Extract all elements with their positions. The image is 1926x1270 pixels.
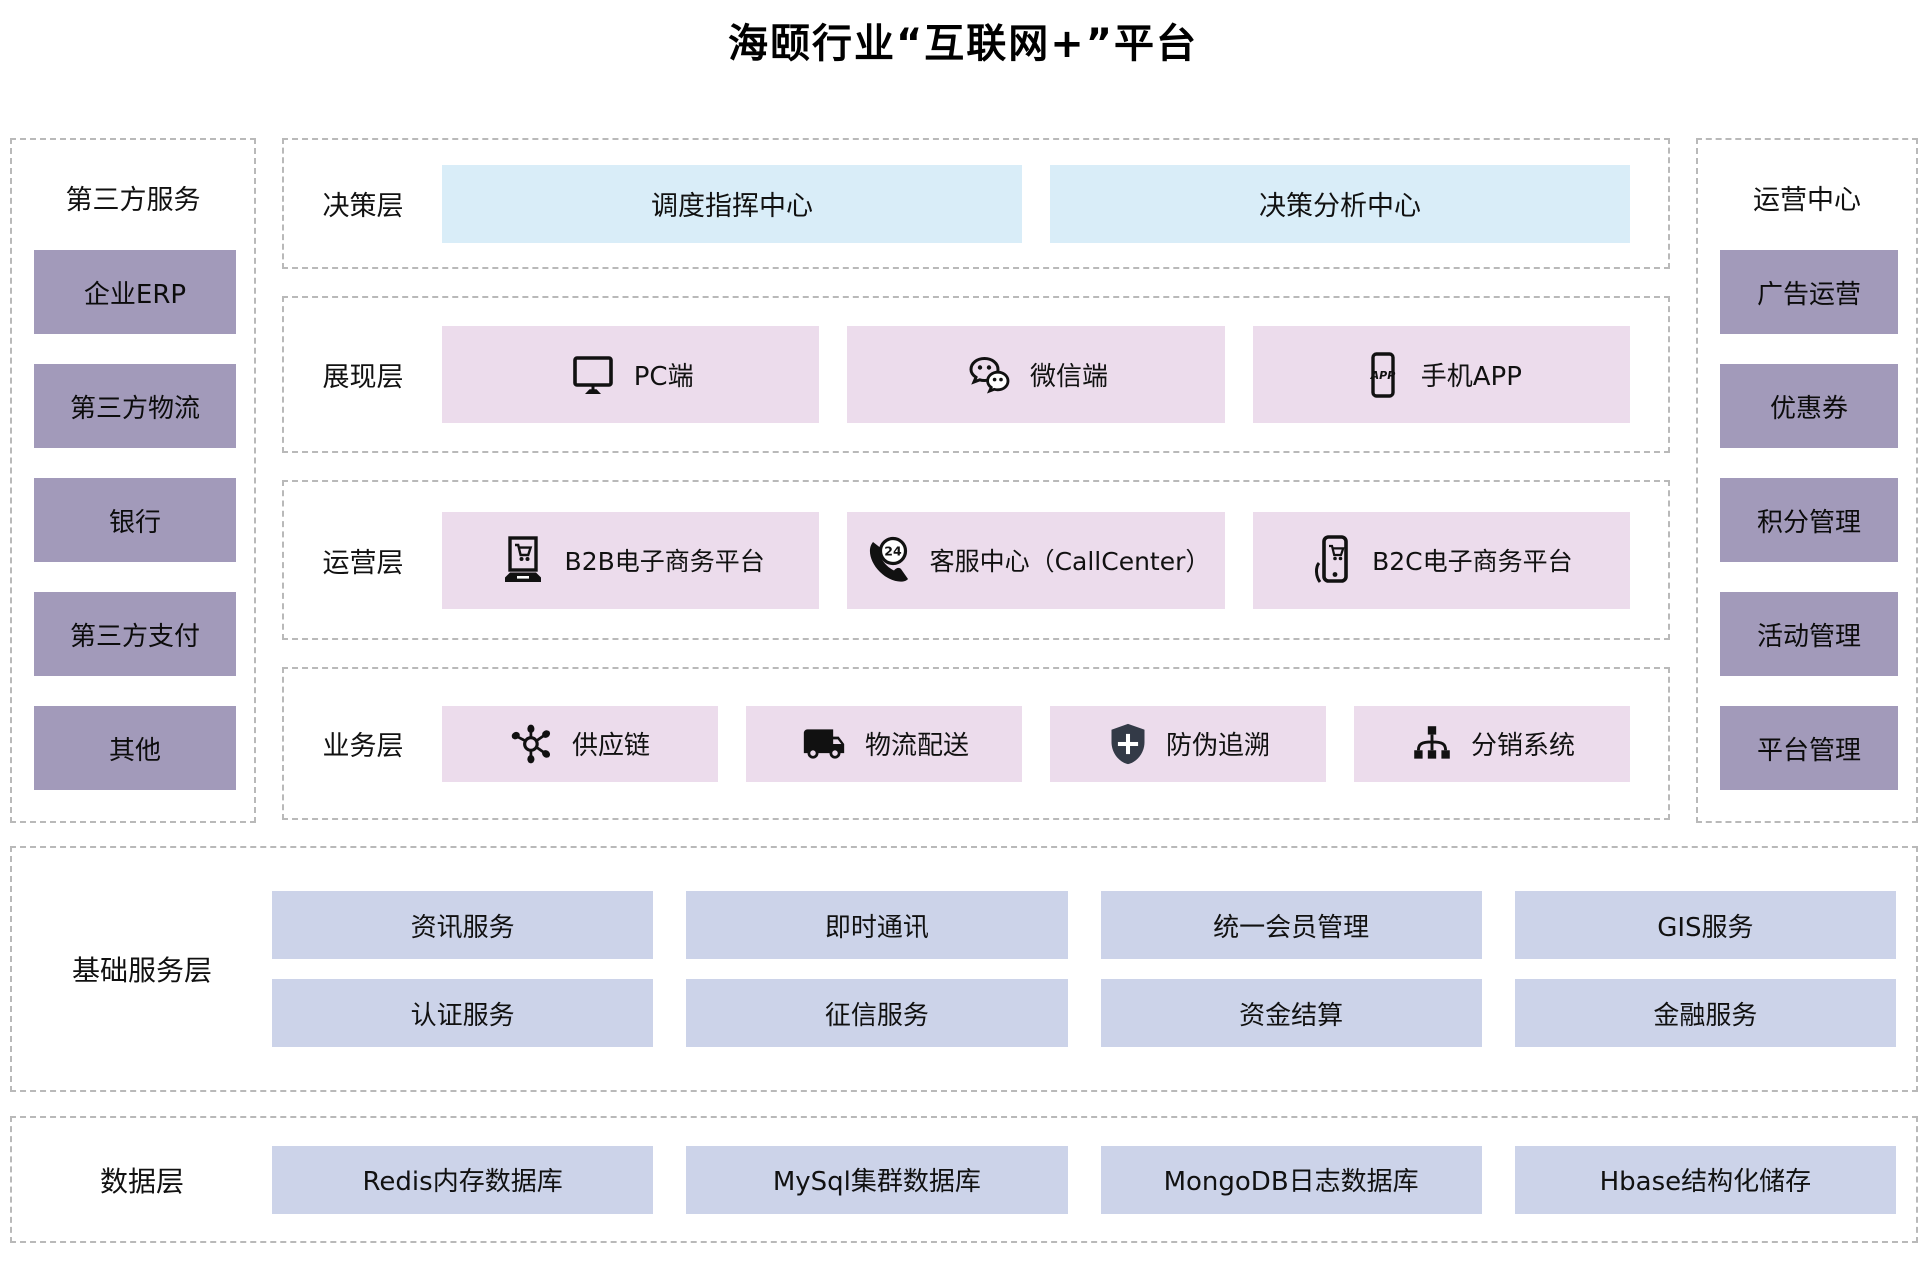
logistics-box: 物流配送 — [746, 705, 1022, 782]
logistics-label: 物流配送 — [864, 731, 969, 761]
callcenter-24-phone-icon: 24 — [869, 536, 908, 582]
supply-chain-label: 供应链 — [571, 731, 650, 761]
anti-counterfeit-box: 防伪追溯 — [1050, 705, 1326, 782]
base-service-member: 统一会员管理 — [1100, 891, 1482, 959]
data-layer-label: 数据层 — [99, 1164, 184, 1198]
mobile-app-label: 手机APP — [1420, 362, 1522, 392]
presentation-layer-panel: 展现层 PC端 — [282, 296, 1670, 453]
distribution-box: 分销系统 — [1354, 705, 1630, 782]
base-service-layer-label: 基础服务层 — [71, 954, 212, 987]
base-service-im: 即时通讯 — [686, 891, 1068, 959]
operation-item-platform: 平台管理 — [1720, 706, 1898, 790]
presentation-layer-label: 展现层 — [322, 362, 404, 393]
operation-item-points: 积分管理 — [1720, 478, 1898, 562]
supply-chain-box: 供应链 — [442, 705, 718, 782]
b2b-ecommerce-label: B2B电子商务平台 — [564, 547, 765, 576]
operation-center-title: 运营中心 — [1753, 184, 1861, 216]
base-service-settlement: 资金结算 — [1100, 979, 1482, 1047]
b2b-ecommerce-box: B2B电子商务平台 — [442, 511, 820, 609]
third-party-services-list: 企业ERP 第三方物流 银行 第三方支付 其他 — [12, 244, 254, 821]
base-service-layer-panel: 基础服务层 资讯服务 即时通讯 统一会员管理 GIS服务 认证服务 征信服务 资… — [10, 846, 1918, 1092]
operation-item-coupon: 优惠券 — [1720, 364, 1898, 448]
supply-chain-network-icon — [511, 724, 551, 763]
data-layer-mysql: MySql集群数据库 — [686, 1145, 1068, 1214]
callcenter-box: 24 客服中心（CallCenter） — [847, 511, 1225, 609]
business-layer-panel: 业务层 供应链 — [282, 667, 1670, 820]
distribution-sitemap-icon — [1414, 725, 1450, 759]
callcenter-label: 客服中心（CallCenter） — [929, 547, 1211, 576]
operation-item-ads: 广告运营 — [1720, 250, 1898, 334]
business-layer-label: 业务层 — [322, 731, 404, 762]
anti-counterfeit-shield-icon — [1111, 723, 1145, 764]
wechat-client-label: 微信端 — [1029, 362, 1108, 392]
b2c-ecommerce-box: B2C电子商务平台 — [1252, 511, 1630, 609]
dispatch-command-center-box: 调度指挥中心 — [442, 164, 1022, 243]
third-party-item-bank: 银行 — [34, 478, 236, 562]
pc-client-label: PC端 — [633, 362, 694, 392]
third-party-item-payment: 第三方支付 — [34, 592, 236, 676]
pc-client-box: PC端 — [442, 326, 820, 423]
data-layer-panel: 数据层 Redis内存数据库 MySql集群数据库 MongoDB日志数据库 H… — [10, 1116, 1918, 1243]
third-party-services-panel: 第三方服务 企业ERP 第三方物流 银行 第三方支付 其他 — [10, 138, 256, 823]
wechat-icon — [969, 356, 1010, 393]
wechat-client-box: 微信端 — [847, 326, 1225, 423]
decision-layer-label: 决策层 — [322, 191, 404, 222]
decision-layer-panel: 决策层 调度指挥中心 决策分析中心 — [282, 138, 1670, 269]
third-party-item-logistics: 第三方物流 — [34, 364, 236, 448]
base-service-news: 资讯服务 — [272, 891, 654, 959]
svg-text:24: 24 — [884, 544, 902, 559]
logistics-truck-icon — [803, 728, 845, 759]
operation-layer-label: 运营层 — [322, 547, 404, 579]
decision-analysis-center-label: 决策分析中心 — [1259, 191, 1421, 222]
anti-counterfeit-label: 防伪追溯 — [1165, 731, 1270, 761]
b2b-laptop-cart-icon — [504, 536, 541, 582]
page-title: 海颐行业“互联网+”平台 — [727, 21, 1199, 67]
base-service-gis: GIS服务 — [1514, 891, 1896, 959]
svg-text:APP: APP — [1369, 369, 1395, 382]
center-layers: 决策层 调度指挥中心 决策分析中心 展现层 — [282, 138, 1670, 823]
dispatch-command-center-label: 调度指挥中心 — [651, 191, 813, 222]
operation-layer-panel: 运营层 B2B电子商务平台 — [282, 480, 1670, 640]
b2c-phone-cart-icon — [1315, 535, 1348, 583]
third-party-services-title: 第三方服务 — [65, 184, 201, 216]
base-service-finance: 金融服务 — [1514, 979, 1896, 1047]
pc-monitor-icon — [572, 355, 613, 394]
b2c-ecommerce-label: B2C电子商务平台 — [1372, 547, 1573, 576]
base-service-credit: 征信服务 — [686, 979, 1068, 1047]
third-party-item-other: 其他 — [34, 706, 236, 790]
base-service-auth: 认证服务 — [272, 979, 654, 1047]
operation-center-list: 广告运营 优惠券 积分管理 活动管理 平台管理 — [1698, 244, 1916, 821]
top-region: 第三方服务 企业ERP 第三方物流 银行 第三方支付 其他 决策层 调度指挥中心… — [10, 138, 1918, 823]
third-party-item-erp: 企业ERP — [34, 250, 236, 334]
data-layer-mongodb: MongoDB日志数据库 — [1100, 1145, 1482, 1214]
operation-center-panel: 运营中心 广告运营 优惠券 积分管理 活动管理 平台管理 — [1696, 138, 1918, 823]
data-layer-hbase: Hbase结构化储存 — [1514, 1145, 1896, 1214]
distribution-label: 分销系统 — [1470, 731, 1575, 761]
decision-analysis-center-box: 决策分析中心 — [1050, 164, 1630, 243]
mobile-app-box: APP 手机APP — [1252, 326, 1630, 423]
mobile-app-icon: APP — [1369, 351, 1395, 398]
data-layer-redis: Redis内存数据库 — [272, 1145, 654, 1214]
operation-item-activity: 活动管理 — [1720, 592, 1898, 676]
